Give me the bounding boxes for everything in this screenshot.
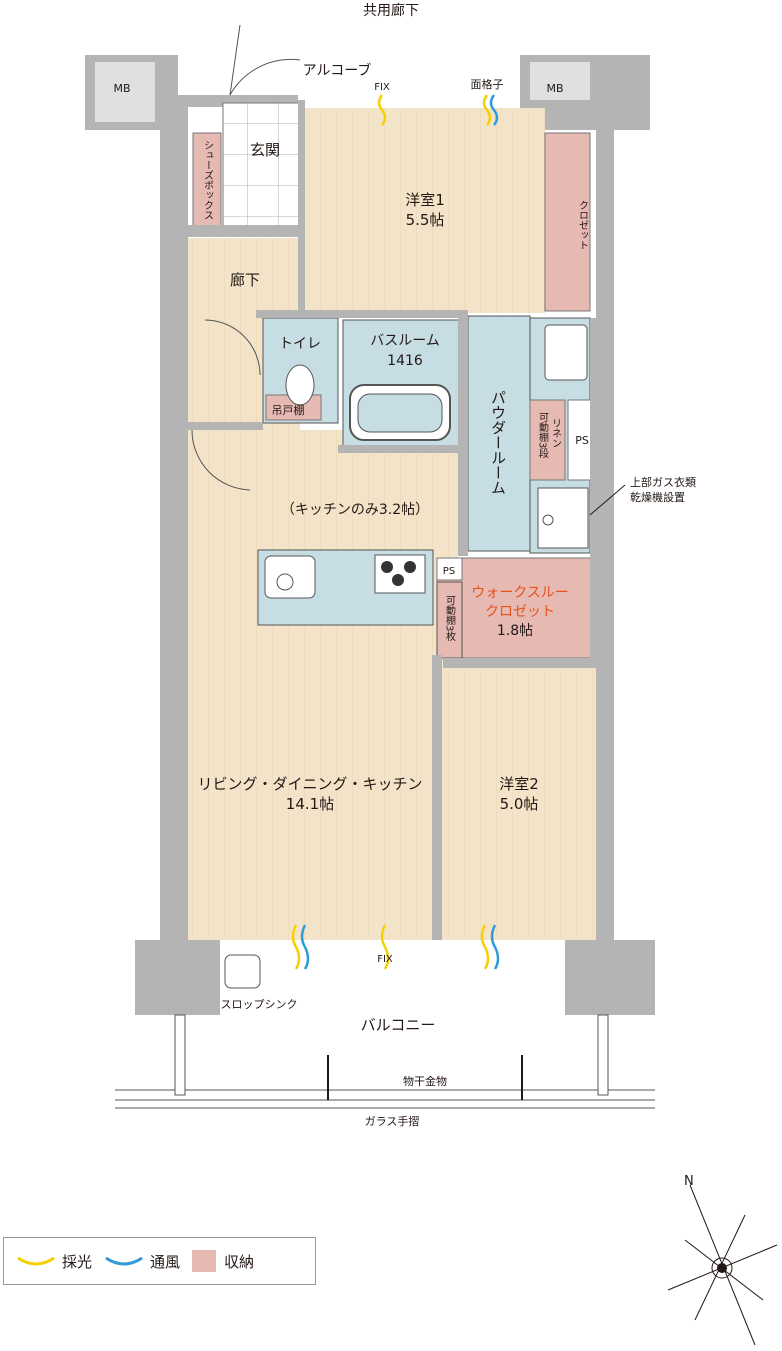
balcony-label: バルコニー [361, 1016, 436, 1034]
interior-walls [188, 100, 598, 940]
entrance-door-icon [229, 58, 301, 96]
legend-storage-label: 収納 [224, 1252, 255, 1271]
powder-room-label: パウダールーム [489, 390, 507, 495]
legend-storage: 収納 [192, 1250, 254, 1272]
linen-movable-label: 可動棚3段 [537, 412, 549, 459]
entrance-floor [222, 102, 302, 236]
north-compass: N [667, 1174, 778, 1346]
alcove-label: アルコーブ [303, 62, 372, 79]
hanging-shelf-label: 吊戸棚 [272, 403, 305, 417]
western2-floor [443, 668, 596, 940]
ldk-door-icon [191, 429, 251, 491]
bathroom-name: バスルーム [370, 333, 440, 349]
slop-sink-icon [224, 954, 261, 989]
fix-bottom-label: FIX [377, 954, 393, 965]
ventilation-icon [105, 1256, 143, 1266]
common-corridor-label: 共用廊下 [363, 2, 419, 19]
kitchen-note: （キッチンのみ3.2帖） [281, 502, 429, 518]
wic-label-2: クロゼット [485, 604, 555, 620]
legend-daylight-label: 採光 [62, 1252, 93, 1271]
drain-icon [542, 514, 554, 526]
gas-dryer-label-1: 上部ガス衣類 [630, 475, 696, 489]
daylight-icon [17, 1256, 55, 1266]
legend-ventilation: 通風 [104, 1251, 180, 1272]
wic-size: 1.8帖 [497, 623, 533, 639]
glass-handrail-label: ガラス手摺 [365, 1114, 420, 1128]
burner-icon [404, 561, 416, 573]
bathtub-inner-icon [357, 393, 443, 433]
western2-name: 洋室2 [499, 775, 539, 793]
western1-size: 5.5帖 [406, 211, 445, 229]
north-label: N [684, 1174, 694, 1189]
entrance-label: 玄関 [250, 141, 280, 159]
gas-dryer-label-2: 乾燥機設置 [630, 490, 685, 504]
western1-name: 洋室1 [405, 191, 445, 209]
faucet-icon [276, 573, 294, 591]
face-lattice-label: 面格子 [471, 77, 504, 91]
burner-icon [381, 561, 393, 573]
shoes-box-label: シューズボックス [202, 140, 214, 220]
toilet-label: トイレ [279, 336, 321, 352]
shoes-box [192, 132, 222, 227]
ps-upper-label: PS [575, 434, 589, 447]
burner-icon [392, 574, 404, 586]
closet-label: クロゼット [577, 200, 589, 250]
daylight-ventilation-marks [291, 94, 500, 970]
closet-storage [544, 132, 591, 312]
legend: 採光 通風 収納 [3, 1237, 316, 1285]
entrance-door-leaf-icon [229, 24, 241, 96]
mb-left-label: MB [113, 82, 130, 95]
storage-swatch-icon [192, 1250, 217, 1272]
ldk-name: リビング・ダイニング・キッチン [197, 775, 422, 793]
wic-label-1: ウォークスルー [471, 585, 569, 601]
fix-top-label: FIX [374, 82, 390, 93]
hall-door-icon [204, 319, 261, 376]
ps-lower-box [436, 557, 463, 581]
movable-shelf-box [436, 581, 463, 659]
linen-storage [529, 399, 566, 481]
bathroom-size: 1416 [387, 353, 423, 369]
linen-label: リネン [550, 418, 562, 448]
gas-dryer-leader-line [589, 484, 626, 516]
stove-icon [374, 554, 426, 594]
ldk-size: 14.1帖 [286, 795, 334, 813]
washbasin-icon [544, 324, 588, 381]
washing-machine-icon [537, 487, 589, 549]
movable-shelf-label: 可動棚3枚 [444, 595, 456, 642]
slop-sink-label: スロップシンク [221, 998, 298, 1011]
legend-daylight: 採光 [16, 1251, 92, 1272]
wic-storage [436, 557, 593, 659]
sink-icon [264, 555, 316, 599]
western2-size: 5.0帖 [500, 795, 539, 813]
exterior-walls [85, 55, 655, 1015]
powder-room-area [467, 315, 531, 552]
ldk-floor [188, 430, 458, 940]
drying-hardware-label: 物干金物 [403, 1074, 447, 1088]
hallway-label: 廊下 [230, 271, 260, 289]
toilet-icon [285, 364, 315, 406]
legend-ventilation-label: 通風 [150, 1252, 181, 1271]
mb-right-label: MB [546, 82, 563, 95]
balcony-area [115, 1014, 655, 1109]
ps-lower-label: PS [443, 566, 455, 577]
western1-floor [305, 108, 545, 313]
